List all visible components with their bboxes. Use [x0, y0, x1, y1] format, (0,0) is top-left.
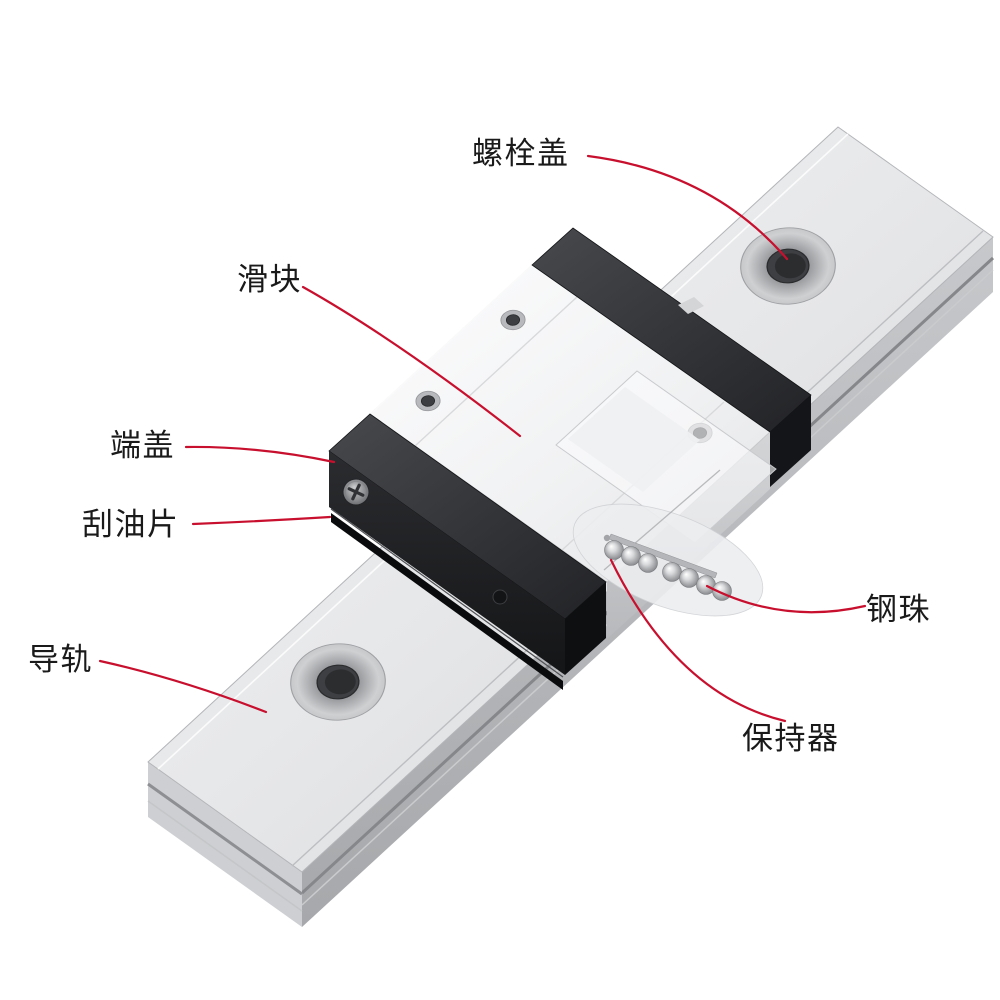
cutaway-section [555, 370, 777, 617]
label-oil-scraper: 刮油片 [82, 507, 180, 542]
slider-mount-hole-2 [500, 309, 526, 331]
rail-end-groove [147, 782, 303, 896]
steel-ball [638, 553, 658, 573]
leader-retainer [609, 558, 787, 723]
rail-end-face [148, 762, 302, 927]
end-cap-screw [342, 478, 370, 506]
leader-bolt-cover [586, 154, 789, 261]
cutaway-cut-face [568, 387, 700, 492]
steel-ball [662, 562, 682, 582]
rail-bolt-hole-far [740, 227, 836, 305]
label-steel-ball: 钢珠 [866, 592, 931, 627]
slider-top-seam-left [414, 296, 578, 447]
rail-end-groove-highlight [147, 800, 303, 912]
slider-mount-hole-1 [415, 390, 441, 412]
end-cap-near-graphic [328, 413, 607, 690]
leader-guide-rail [98, 659, 268, 714]
end-cap-wiper-seam [330, 508, 564, 678]
label-bolt-cover: 螺栓盖 [472, 136, 570, 171]
end-cap-far-notch [678, 297, 704, 314]
label-guide-rail: 导轨 [28, 642, 93, 677]
label-slider-block: 滑块 [237, 262, 302, 297]
leader-steel-ball [705, 584, 867, 614]
end-cap-near-side [565, 582, 606, 675]
oil-scraper-plate [331, 513, 563, 690]
end-cap-near-front [329, 451, 565, 675]
leader-end-cap [184, 445, 336, 464]
retainer-end-pin [603, 534, 611, 542]
rail-bolt-hole-near [290, 643, 386, 721]
label-retainer: 保持器 [742, 721, 840, 756]
slider-top-edge-highlight [369, 264, 533, 415]
end-cap-far-graphic [531, 227, 812, 487]
end-cap-small-hole [492, 589, 508, 605]
steel-ball [604, 540, 624, 560]
end-cap-far-side [770, 395, 811, 487]
steel-balls-row [604, 540, 732, 601]
label-end-cap: 端盖 [110, 428, 175, 463]
steel-ball [679, 568, 699, 588]
leader-slider-block [301, 285, 522, 438]
leader-oil-scraper [191, 515, 332, 526]
leader-lines [98, 154, 867, 723]
steel-ball [621, 546, 641, 566]
